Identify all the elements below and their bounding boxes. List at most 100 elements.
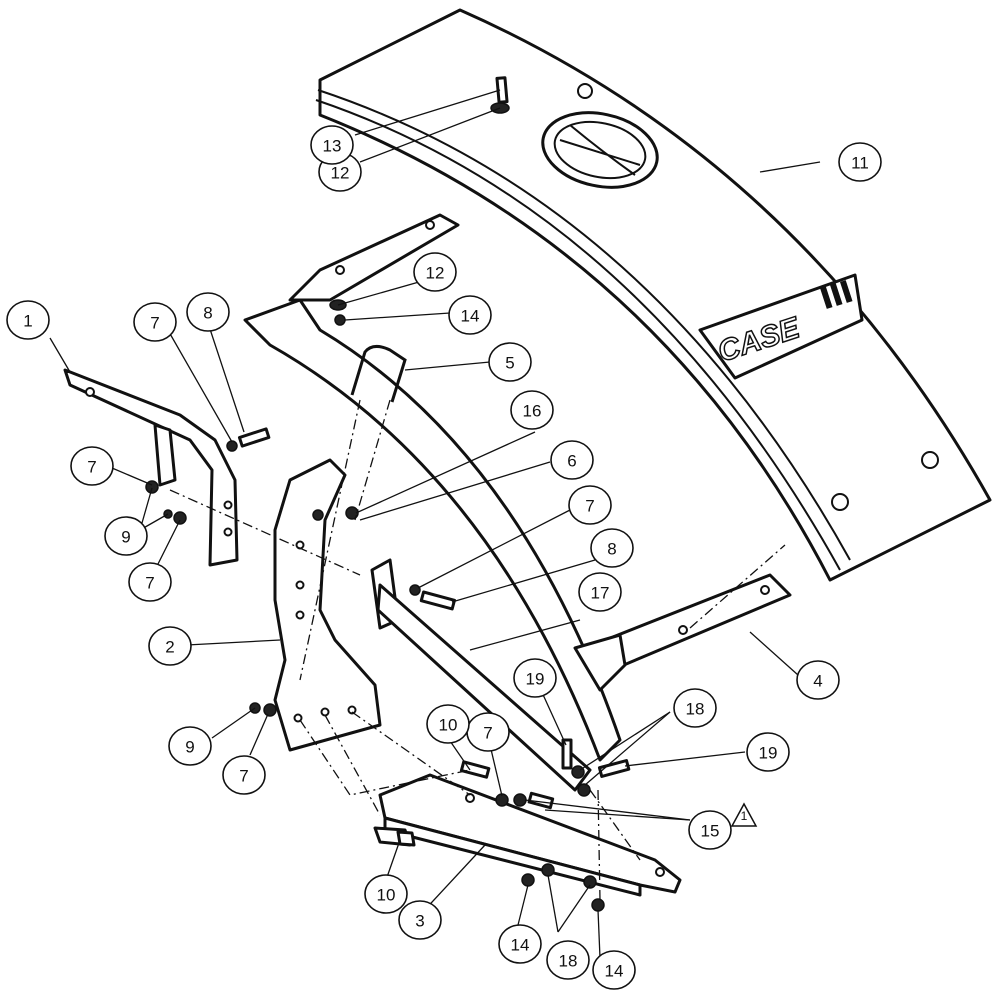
callout-circle [590,528,634,568]
callout-label: 7 [87,458,96,477]
callout-circle [568,485,612,525]
support-arm-part-17 [243,213,622,762]
callout-c9a: 9 [104,516,148,556]
callout-circle [673,688,717,728]
callout-c14c: 14 [592,950,636,990]
callout-circle [222,755,266,795]
callout-c12a: 12 [413,252,457,292]
callout-label: 14 [605,962,624,981]
callout-label: 8 [203,304,212,323]
callout-circle [578,572,622,612]
callout-c7b: 7 [70,446,114,486]
callout-circle [592,950,636,990]
callout-label: 17 [591,584,610,603]
callout-label: 10 [439,716,458,735]
callout-circle [186,292,230,332]
callout-circle [104,516,148,556]
callout-label: 12 [426,264,445,283]
callout-c13: 13 [310,125,354,165]
lower-bracket-part-3 [373,773,682,897]
callout-circle [498,924,542,964]
callout-label: 3 [415,912,424,931]
callout-label: 13 [323,137,342,156]
callout-c18b: 18 [546,940,590,980]
callout-label: 12 [331,164,350,183]
callout-c6: 6 [550,440,594,480]
callout-c10a: 10 [426,704,470,744]
callout-c3: 3 [398,900,442,940]
callout-label: 7 [150,314,159,333]
callout-label: 8 [607,540,616,559]
callout-circle [838,142,882,182]
callout-c7e: 7 [222,755,266,795]
callout-circle [168,726,212,766]
clamp-part-6 [370,558,592,792]
callout-c1: 1 [6,300,50,340]
callout-c10b: 10 [364,874,408,914]
alignment-lines [169,399,786,901]
callout-circle [510,390,554,430]
callout-c11: 11 [838,142,882,182]
note-triangle-icon: 1 [730,802,758,827]
callout-circle [448,295,492,335]
callout-circle [6,300,50,340]
callout-label: 9 [185,738,194,757]
callout-label: 9 [121,528,130,547]
callout-label: 7 [239,767,248,786]
extension-part-4 [573,573,792,692]
callout-circle [413,252,457,292]
ih-logo-icon [820,280,853,309]
callout-label: 14 [511,936,530,955]
callouts: 1234567777778899101011121213141414151617… [6,125,882,990]
callout-c7a: 7 [133,302,177,342]
callout-circle [426,704,470,744]
callout-c16: 16 [510,390,554,430]
callout-label: 16 [523,402,542,421]
callout-label: 7 [145,574,154,593]
note-mark: 1 [741,809,748,823]
callout-circle [70,446,114,486]
callout-circle [488,342,532,382]
callout-circle [550,440,594,480]
callout-label: 18 [559,952,578,971]
callout-label: 15 [701,822,720,841]
callout-c18a: 18 [673,688,717,728]
callout-circle [133,302,177,342]
callout-circle [796,660,840,700]
callout-c15: 15 [688,810,732,850]
callout-c19b: 19 [746,732,790,772]
callout-label: 5 [505,354,514,373]
callout-label: 19 [759,744,778,763]
callout-c8b: 8 [590,528,634,568]
callout-c14a: 14 [448,295,492,335]
callout-circle [398,900,442,940]
callout-label: 4 [813,672,822,691]
callout-label: 19 [526,670,545,689]
callout-circle [746,732,790,772]
callout-c2: 2 [148,626,192,666]
mounting-plate-part-2 [273,458,382,752]
callout-c7d: 7 [568,485,612,525]
callout-c19a: 19 [513,658,557,698]
callout-c5: 5 [488,342,532,382]
callout-label: 7 [483,724,492,743]
callout-label: 1 [23,312,32,331]
callout-circle [513,658,557,698]
callout-c7c: 7 [128,562,172,602]
callout-circle [364,874,408,914]
callout-c7f: 7 [466,712,510,752]
callout-label: 10 [377,886,396,905]
callout-c14b: 14 [498,924,542,964]
u-bolt-part-5 [350,345,407,403]
callout-circle [546,940,590,980]
callout-label: 14 [461,307,480,326]
fender-part-11: CASE [315,8,992,582]
callout-c4: 4 [796,660,840,700]
callout-circle [310,125,354,165]
callout-label: 2 [165,638,174,657]
callout-circle [688,810,732,850]
bracket-part-1 [63,368,239,567]
callout-c9b: 9 [168,726,212,766]
callout-label: 11 [851,154,869,173]
